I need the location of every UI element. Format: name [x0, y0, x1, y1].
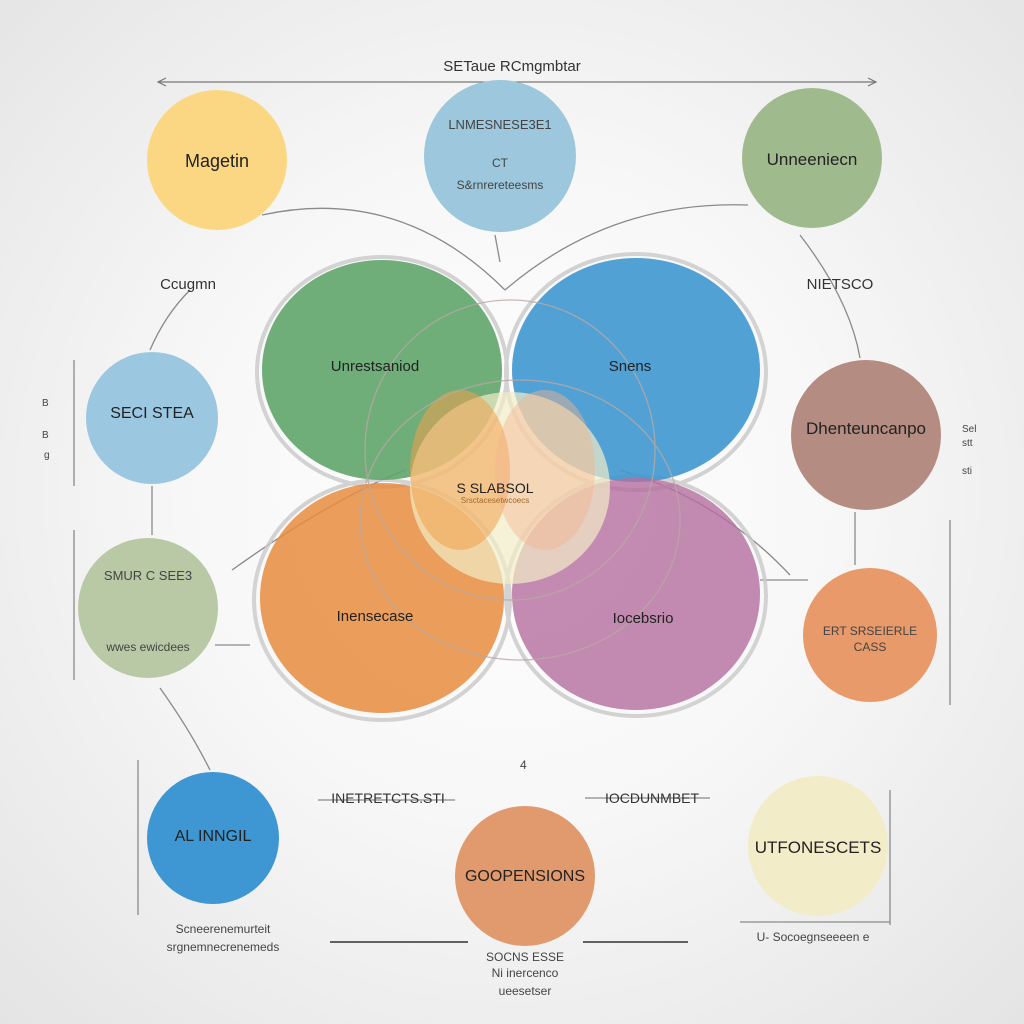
margin-left-c: g [44, 450, 50, 461]
venn-label-blue: Snens [608, 358, 652, 375]
node-bottom-right [748, 776, 888, 916]
node-bottom-center [455, 806, 595, 946]
node-right-1 [791, 360, 941, 510]
node-label-top-center: LNMESNESE3E1 [448, 117, 552, 132]
node-sublabel-top-center-1: CT [492, 156, 508, 170]
node-label-left-2: SMUR C SEE3 [103, 568, 193, 583]
node-label-right-2: ERT SRSEIERLE [822, 624, 918, 638]
connector-top-center [494, 234, 501, 263]
node-label-right-1: Dhenteuncanpo [805, 419, 927, 438]
margin-right-a: Sel [962, 424, 977, 435]
venn-label-green: Unrestsaniod [330, 358, 420, 375]
connector-top-right [504, 204, 749, 291]
margin-right-b: stt [962, 438, 973, 449]
node-bottom-left [147, 772, 279, 904]
node-label-bottom-right: UTFONESCETS [754, 838, 882, 857]
venn-center-sublabel: Srsctacesetwcoecs [460, 496, 530, 505]
venn-label-purple: Iocebsrio [612, 610, 674, 627]
node-label-bottom-left: AL INNGIL [174, 828, 252, 845]
node-left-1 [86, 352, 218, 484]
node-right-2 [803, 568, 937, 702]
node-sublabel-top-center-2: S&rnrereteesms [456, 178, 544, 192]
bottom-left-caption-2: srgnemnecrenemeds [166, 940, 280, 954]
bottom-number: 4 [520, 758, 527, 772]
bottom-center-caption-2: Ni inercenco [491, 966, 559, 980]
node-label-magetin: Magetin [184, 151, 250, 171]
node-sublabel-right-2: CASS [853, 640, 887, 654]
node-top-center [424, 80, 576, 232]
bottom-center-caption-1: SOCNS ESSE [485, 950, 565, 964]
node-label-bottom-center: GOOPENSIONS [464, 868, 586, 885]
node-magetin [147, 90, 287, 230]
connector-left-upper [149, 289, 191, 351]
venn-inner-orange [410, 390, 510, 550]
venn-inner-peach [495, 390, 595, 550]
node-top-right [742, 88, 882, 228]
side-label-right-top: NIETSCO [806, 276, 874, 293]
venn-thin-outlines [359, 299, 681, 661]
diagram-title: SETaue RCmgmbtar [443, 58, 581, 75]
bottom-label-right: IOCDUNMBET [604, 790, 700, 806]
node-circles [78, 80, 941, 946]
node-sublabel-left-2: wwes ewicdees [106, 640, 190, 654]
connector-left-to-bottom [159, 687, 211, 771]
margin-left-b: B [42, 430, 49, 441]
node-label-left-1: SECI STEA [110, 405, 194, 422]
bottom-left-caption-1: Scneerenemurteit [175, 922, 271, 936]
side-label-left-top: Ccugmn [160, 276, 216, 293]
venn-label-orange: Inensecase [336, 608, 414, 625]
venn-center-label: S SLABSOL [456, 480, 534, 496]
bottom-right-caption-1: U- Socoegnseeeen e [756, 930, 870, 944]
connector-top-left [261, 207, 506, 291]
bottom-label-left: INETRETCTS.STI [331, 790, 445, 806]
node-left-2 [78, 538, 218, 678]
margin-left-a: B [42, 398, 49, 409]
node-label-top-right: Unneeniecn [766, 150, 858, 169]
connector-right-upper [799, 234, 861, 359]
bottom-center-caption-3: ueesetser [498, 984, 552, 998]
margin-right-c: sti [962, 466, 972, 477]
